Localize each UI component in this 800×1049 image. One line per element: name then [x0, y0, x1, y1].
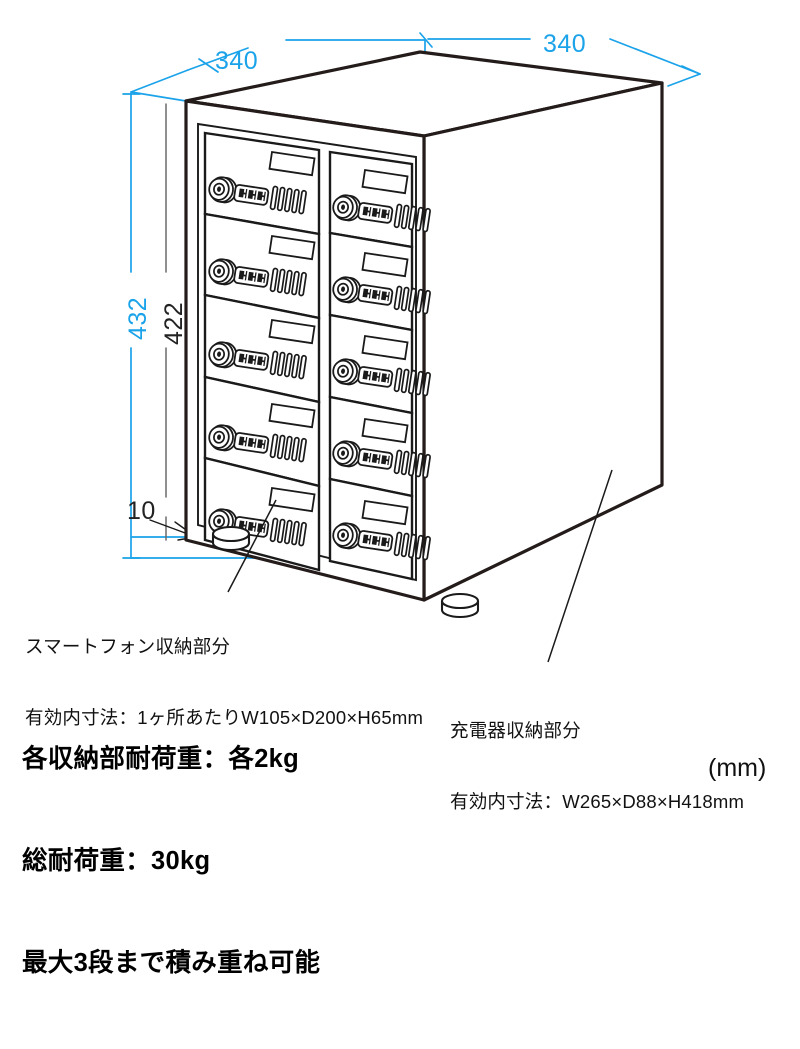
- locker-door[interactable]: [203, 375, 321, 488]
- technical-drawing-canvas: 340 340 432 422 10 スマートフォン収納部分 有効内寸法：1ヶ所…: [22, 30, 767, 977]
- unit-note: (mm): [708, 754, 767, 782]
- annotation-charger-bay-title: 充電器収納部分: [450, 720, 581, 742]
- locker-door[interactable]: [328, 477, 432, 581]
- locker-door[interactable]: [328, 150, 432, 249]
- locker-door[interactable]: [203, 131, 321, 236]
- load-spec-block: 各収納部耐荷重：各2kg 総耐荷重：30kg 最大3段まで積み重ね可能: [22, 678, 320, 1049]
- cabinet-feet: [211, 525, 480, 619]
- cabinet-right-side-face: [422, 81, 664, 602]
- annotation-phone-bay-spec: 有効内寸法：1ヶ所あたりW105×D200×H65mm: [25, 707, 424, 729]
- dimension-label-width: 340: [543, 30, 587, 58]
- annotation-phone-bay: スマートフォン収納部分 有効内寸法：1ヶ所あたりW105×D200×H65mm: [25, 588, 423, 777]
- dimension-lines-accent: [122, 32, 701, 559]
- spec-per-bay-load: 各収納部耐荷重：各2kg: [22, 745, 300, 774]
- dimension-label-height-overall: 432: [124, 296, 152, 340]
- cabinet-front-recess: [197, 122, 417, 582]
- door-column-left: [203, 131, 321, 572]
- annotation-leader-lines: [227, 469, 613, 663]
- spec-total-load: 総耐荷重：30kg: [22, 847, 211, 876]
- locker-isometric-drawing: [122, 32, 701, 663]
- door-column-right: [328, 150, 432, 581]
- locker-door[interactable]: [328, 231, 432, 332]
- annotation-charger-bay-spec: 有効内寸法：W265×D88×H418mm: [450, 791, 745, 813]
- spec-stacking: 最大3段まで積み重ね可能: [22, 949, 321, 977]
- dimension-label-foot-height: 10: [127, 497, 156, 525]
- annotation-phone-bay-title: スマートフォン収納部分: [25, 636, 231, 658]
- dimension-label-depth: 340: [215, 47, 259, 75]
- locker-door[interactable]: [328, 313, 432, 415]
- dimension-label-height-body: 422: [160, 301, 188, 345]
- annotation-charger-bay: 充電器収納部分 有効内寸法：W265×D88×H418mm: [450, 672, 744, 861]
